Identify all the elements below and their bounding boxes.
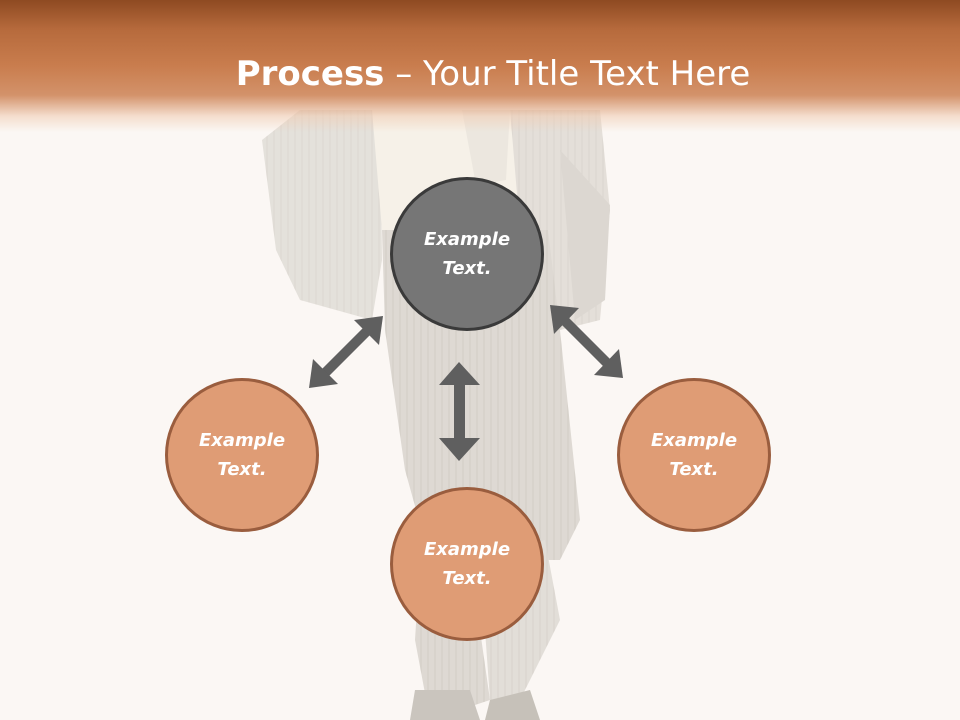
- process-step-right[interactable]: Example Text.: [617, 378, 771, 532]
- double-arrow-diagonal-icon: [309, 316, 383, 388]
- double-arrow-vertical-icon: [439, 362, 480, 461]
- process-step-top-label: Example Text.: [423, 229, 511, 279]
- slide-title-bold: Process: [235, 54, 385, 94]
- slide-title-rest: – Your Title Text Here: [384, 54, 751, 94]
- process-step-left-label: Example Text.: [198, 430, 286, 480]
- process-step-left[interactable]: Example Text.: [165, 378, 319, 532]
- process-step-bottom[interactable]: Example Text.: [390, 487, 544, 641]
- double-arrow-diagonal-icon: [550, 305, 623, 378]
- process-step-bottom-label: Example Text.: [423, 539, 511, 589]
- process-step-top[interactable]: Example Text.: [390, 177, 544, 331]
- title-bar: [0, 0, 960, 132]
- slide-title: Process – Your Title Text Here: [0, 52, 960, 96]
- process-step-right-label: Example Text.: [650, 430, 738, 480]
